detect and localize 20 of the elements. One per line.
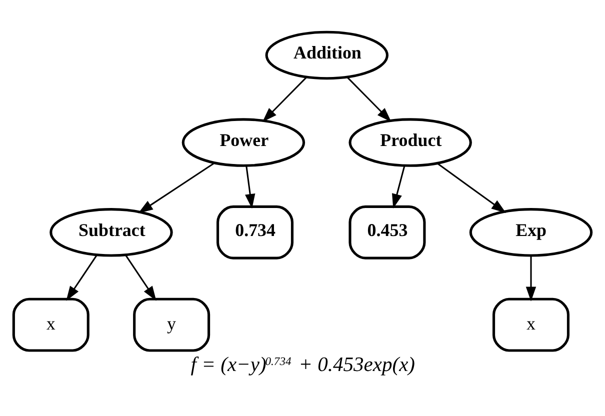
arrow bbox=[138, 162, 215, 214]
node-ellipse: Product bbox=[348, 118, 472, 167]
arrow bbox=[245, 166, 256, 209]
node-box: 0.734 bbox=[216, 205, 294, 260]
arrow bbox=[262, 76, 308, 122]
node-box: y bbox=[133, 298, 210, 352]
arrow bbox=[437, 163, 506, 214]
arrow bbox=[66, 254, 98, 301]
node-box: 0.453 bbox=[348, 205, 426, 260]
arrow bbox=[346, 76, 392, 122]
node-ellipse: Exp bbox=[469, 208, 593, 257]
node-box: x bbox=[12, 298, 90, 352]
node-box: x bbox=[492, 298, 570, 352]
caption: f = (x−y)$^{0.734}$ + 0.453exp(x) bbox=[190, 354, 416, 376]
node-ellipse: Subtract bbox=[50, 208, 173, 257]
arrow bbox=[526, 256, 536, 302]
arrow bbox=[124, 254, 156, 301]
arrow bbox=[392, 166, 406, 209]
node-ellipse: Power bbox=[182, 118, 306, 167]
node-ellipse: Addition bbox=[265, 30, 388, 80]
